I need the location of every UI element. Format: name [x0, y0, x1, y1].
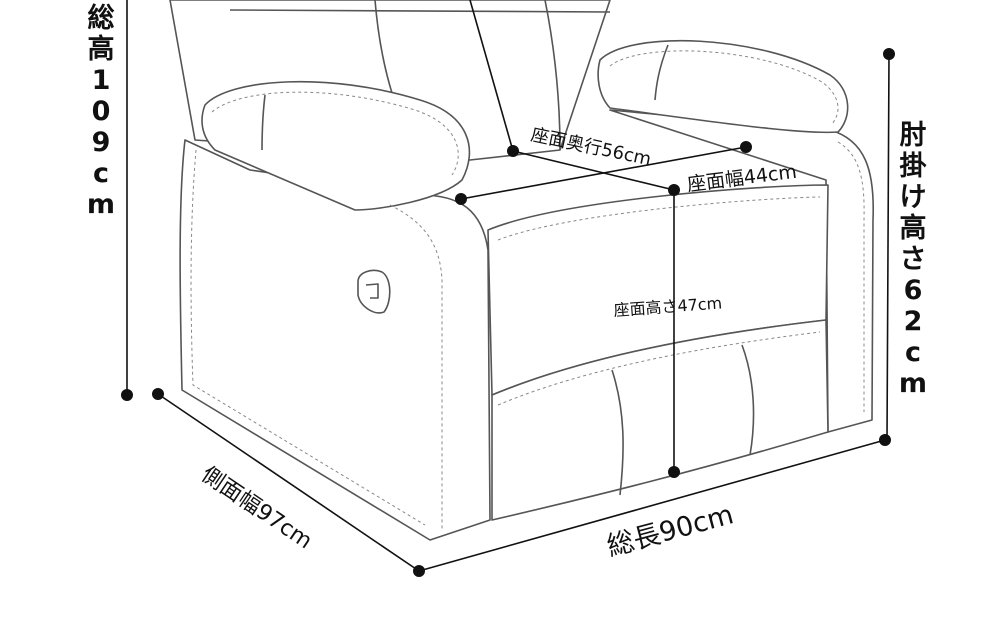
right-side-stitch	[837, 141, 865, 412]
endpoint-dot	[668, 466, 680, 478]
back-cushion-band	[229, 9, 611, 13]
total-length-label: 総長90cm	[604, 499, 737, 562]
side-width-line	[157, 393, 420, 572]
left-side-stitch	[190, 149, 426, 526]
endpoint-dot	[413, 565, 425, 577]
endpoint-dot	[879, 434, 891, 446]
right-armrest	[597, 39, 849, 134]
endpoint-dot	[883, 48, 895, 60]
left-armrest-seam	[261, 94, 266, 151]
recliner-chair	[169, 0, 875, 541]
right-armrest-stitch	[609, 50, 839, 125]
seat-front-stitch	[497, 196, 821, 241]
endpoint-dot	[740, 141, 752, 153]
seat-depth-label: 座面奥行56cm	[529, 124, 653, 170]
total-length-line	[418, 439, 886, 572]
side-width-label: 側面幅97cm	[197, 462, 317, 554]
left-armrest	[201, 80, 471, 211]
total-height-label: 総 高 1 0 9 c m	[86, 3, 116, 220]
left-armrest-stitch	[211, 91, 459, 176]
dimension-lines	[126, 0, 890, 572]
endpoint-dot	[152, 388, 164, 400]
right-armrest-seam	[654, 44, 669, 101]
seat-width-line	[460, 146, 747, 200]
endpoint-dot	[455, 193, 467, 205]
endpoint-dot	[507, 145, 519, 157]
footrest-seam	[611, 344, 755, 496]
footrest	[491, 319, 829, 521]
endpoint-dot	[121, 389, 133, 401]
seat-depth-line-2	[512, 150, 675, 191]
armrest-height-label: 肘 掛 け 高 さ 6 2 c m	[898, 120, 928, 399]
seat-depth-line	[469, 0, 514, 152]
endpoint-dot	[668, 184, 680, 196]
footrest-stitch	[497, 331, 821, 406]
chair-stitching	[190, 50, 865, 530]
recline-handle	[357, 269, 391, 314]
chair-right-side	[609, 109, 875, 433]
recline-handle-inner	[365, 283, 379, 299]
arm-front-stitch	[389, 204, 443, 530]
chair-left-side	[179, 139, 491, 541]
armrest-height-line	[886, 53, 890, 441]
dimension-endpoints	[121, 48, 895, 577]
